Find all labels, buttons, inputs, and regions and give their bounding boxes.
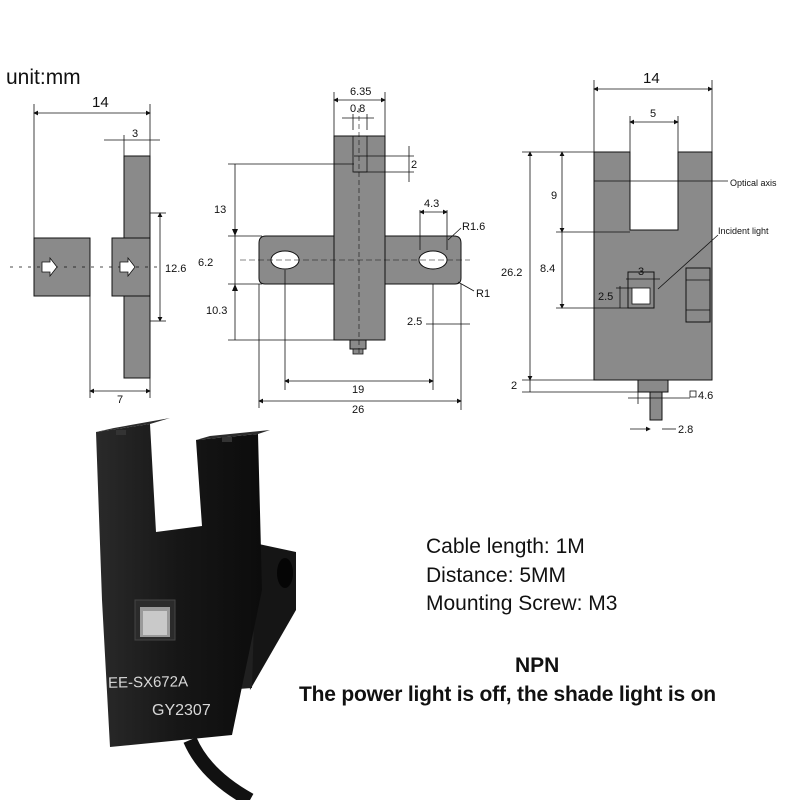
dim-radius-bottom: R1 <box>476 288 490 300</box>
dim-light-pos: 8.4 <box>540 263 555 275</box>
right-view-pin <box>637 379 669 393</box>
sensor-photo <box>96 418 296 800</box>
sensor-body <box>96 424 262 747</box>
light-arrow-icon <box>119 256 136 278</box>
dim-radius-top: R1.6 <box>462 221 485 233</box>
dim-pin-offset: 2 <box>411 159 417 171</box>
dim-side-bottom: 7 <box>117 394 123 406</box>
spec-distance: Distance: 5MM <box>426 563 567 587</box>
optical-axis-label: Optical axis <box>730 178 777 188</box>
light-arrow-icon <box>41 256 58 278</box>
right-view-body <box>593 151 713 381</box>
cable <box>183 737 254 800</box>
dim-side-width: 14 <box>92 94 109 111</box>
dim-top-width: 6.35 <box>350 86 371 98</box>
front-pin <box>349 339 367 350</box>
square-symbol-icon <box>689 390 697 398</box>
front-body <box>333 135 386 341</box>
front-view: 6.35 0.8 2 13 6.2 10.3 4.3 R1.6 R1 2.5 1… <box>198 86 490 416</box>
incident-light-label: Incident light <box>718 226 769 236</box>
dim-hole-spacing: 19 <box>352 384 364 396</box>
dim-pin-square: 4.6 <box>698 390 713 402</box>
dim-center: 6.2 <box>198 257 213 269</box>
dim-pin-height: 2 <box>511 380 517 392</box>
dim-light-width: 3 <box>638 266 644 278</box>
right-view: 14 5 9 26.2 8.4 3 2.5 2 4.6 2.8 Optical … <box>501 70 777 436</box>
output-type: NPN <box>515 654 560 677</box>
spec-list: Cable length: 1M Distance: 5MM Mounting … <box>426 533 617 619</box>
dim-hole-width: 4.3 <box>424 198 439 210</box>
spec-cable-length: Cable length: 1M <box>426 535 585 558</box>
dim-slot-width: 5 <box>650 108 656 120</box>
dim-upper: 13 <box>214 204 226 216</box>
dim-light-height: 2.5 <box>598 291 613 303</box>
dim-lower: 10.3 <box>206 305 227 317</box>
light-note: The power light is off, the shade light … <box>299 683 716 706</box>
right-view-tab <box>685 267 711 323</box>
side-view: 14 3 12.6 7 <box>10 94 186 406</box>
dim-slot-depth: 9 <box>551 190 557 202</box>
dim-right-width: 14 <box>643 70 660 87</box>
dim-total-height: 26.2 <box>501 267 522 279</box>
dim-side-flange: 3 <box>132 128 138 140</box>
dim-total-width: 26 <box>352 404 364 416</box>
dim-edge: 2.5 <box>407 316 422 328</box>
product-code-label: GY2307 <box>152 702 211 719</box>
dim-side-slot: 12.6 <box>165 263 186 275</box>
spec-mounting-screw: Mounting Screw: M3 <box>426 592 618 615</box>
unit-label: unit:mm <box>6 66 81 89</box>
dim-pin-width: 0.8 <box>350 103 365 115</box>
dim-pin-width: 2.8 <box>678 424 693 436</box>
